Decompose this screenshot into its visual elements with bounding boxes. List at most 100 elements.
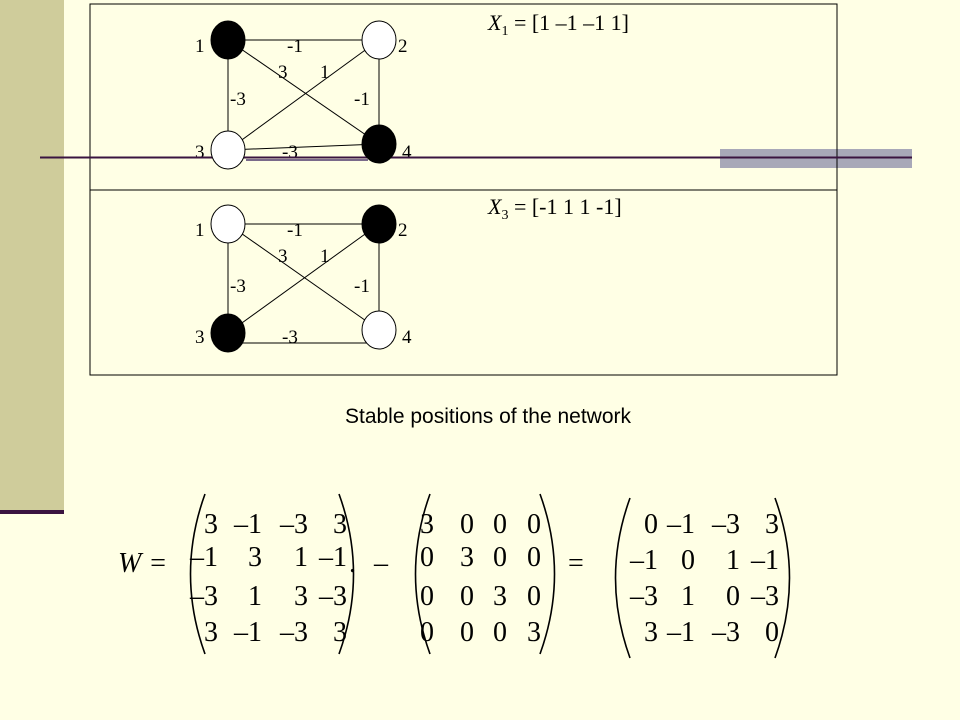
transpose-dot: .: [349, 548, 356, 579]
node-label-4: 4: [402, 142, 412, 163]
matrix-cell: 3: [765, 509, 779, 540]
matrix-cell: 0: [420, 542, 434, 573]
matrix-cell: –3: [711, 509, 740, 540]
neuron-4: [361, 310, 397, 350]
matrix-cell: 0: [493, 542, 507, 573]
matrix-cell: 0: [493, 509, 507, 540]
matrix-cell: 0: [527, 542, 541, 573]
matrix-cell: –1: [750, 545, 779, 576]
matrix-cell: 3: [420, 509, 434, 540]
node-label-4: 4: [402, 327, 412, 348]
nodes-panel-1: [210, 20, 397, 170]
matrix-cell: –3: [750, 581, 779, 612]
matrix-cell: –1: [666, 617, 695, 648]
matrix-cell: 3: [204, 509, 218, 540]
matrix-cell: 1: [681, 581, 695, 612]
neuron-2: [361, 20, 397, 60]
matrix-cell: –3: [711, 617, 740, 648]
matrix-cell: 3: [333, 617, 347, 648]
side-bar: [0, 0, 64, 512]
matrix-cell: 0: [765, 617, 779, 648]
matrix-cell: –3: [318, 581, 347, 612]
minus-sign: –: [373, 548, 389, 579]
node-label-1: 1: [195, 36, 205, 57]
matrix-cell: 1: [248, 581, 262, 612]
matrix-cell: –1: [666, 509, 695, 540]
matrix-cell: 0: [420, 617, 434, 648]
matrix-cell: 0: [493, 617, 507, 648]
edge-3-4: [227, 143, 380, 151]
matrix-cell: 3: [493, 581, 507, 612]
matrix-cell: –1: [189, 542, 218, 573]
panel-frame: [89, 189, 838, 376]
network-panel-1: X1 = [1 –1 –1 1] -1 3 1 -3 -1 -3 1 2 3 4: [89, 3, 838, 191]
weight-2-3: 1: [320, 62, 330, 83]
equals-sign: =: [568, 548, 584, 579]
neuron-4: [361, 124, 397, 164]
matrix-cell: –3: [279, 617, 308, 648]
node-label-3: 3: [195, 142, 205, 163]
weight-2-3: 1: [320, 246, 330, 267]
weight-2-4: -1: [354, 89, 370, 110]
matrix-cell: 3: [527, 617, 541, 648]
bracket-left: [189, 493, 206, 655]
edge-2-3: [227, 39, 380, 151]
matrix-cell: 0: [420, 581, 434, 612]
state-vector-title: X1 = [1 –1 –1 1]: [487, 10, 629, 39]
neuron-1: [210, 20, 246, 60]
matrix-cell: 3: [460, 542, 474, 573]
weight-1-2: -1: [287, 36, 303, 57]
neuron-3: [210, 130, 246, 170]
matrix-cell: 0: [460, 617, 474, 648]
edge-1-4: [227, 223, 380, 331]
matrix-cell: 3: [333, 509, 347, 540]
node-label-3: 3: [195, 327, 205, 348]
matrix-cell: 1: [726, 545, 740, 576]
node-label-2: 2: [398, 36, 408, 57]
matrix-cell: –3: [629, 581, 658, 612]
matrix-cell: 0: [460, 581, 474, 612]
weight-1-4: 3: [278, 246, 288, 267]
matrix-cell: 3: [294, 581, 308, 612]
node-label-1: 1: [195, 220, 205, 241]
equation-lhs: W =: [118, 548, 167, 579]
matrix-cell: 3: [204, 617, 218, 648]
edge-2-3: [227, 223, 380, 334]
figure-caption: Stable positions of the network: [345, 405, 632, 428]
matrix-cell: 0: [726, 581, 740, 612]
weight-1-3: -3: [230, 276, 246, 297]
matrix-cell: –3: [279, 509, 308, 540]
neuron-1: [210, 204, 246, 244]
bracket-right: [539, 493, 556, 655]
neuron-3: [210, 313, 246, 353]
bracket-left: [414, 493, 431, 655]
weight-1-2: -1: [287, 220, 303, 241]
matrix-cell: 0: [460, 509, 474, 540]
node-label-2: 2: [398, 220, 408, 241]
matrix-cell: –1: [629, 545, 658, 576]
matrix-cell: –1: [233, 509, 262, 540]
weight-1-3: -3: [230, 89, 246, 110]
weight-1-4: 3: [278, 62, 288, 83]
bracket-right: [774, 497, 791, 659]
weight-2-4: -1: [354, 276, 370, 297]
neuron-2: [361, 204, 397, 244]
bracket-left: [614, 497, 631, 659]
matrix-cell: 0: [527, 509, 541, 540]
matrix-cell: 1: [294, 542, 308, 573]
matrix-cell: –1: [318, 542, 347, 573]
state-vector-title: X3 = [-1 1 1 -1]: [487, 194, 622, 223]
nodes-panel-2: [210, 204, 397, 353]
matrix-cell: 0: [644, 509, 658, 540]
matrix-cell: 3: [644, 617, 658, 648]
side-bar-underline: [0, 510, 64, 514]
matrix-cell: 0: [527, 581, 541, 612]
matrix-cell: –1: [233, 617, 262, 648]
network-panel-2: X3 = [-1 1 1 -1] -1 3 1 -3 -1 -3 1 2 3 4: [89, 189, 838, 376]
bracket-right: [338, 493, 355, 655]
